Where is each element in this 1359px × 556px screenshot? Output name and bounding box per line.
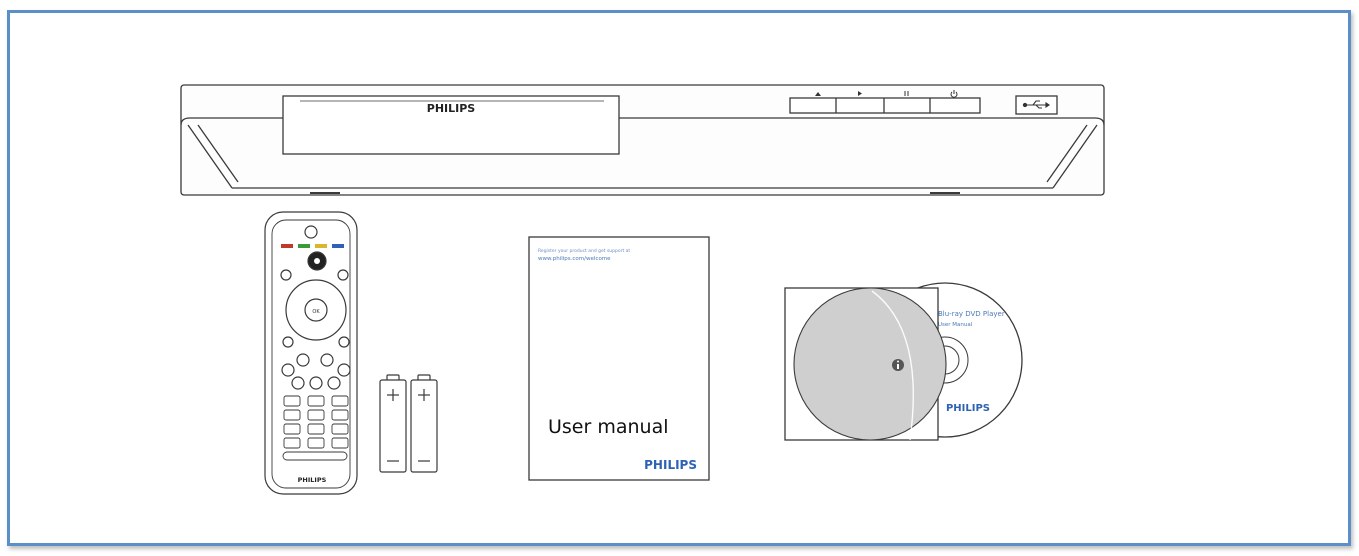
- dvd-player: [180, 84, 1105, 196]
- player-brand-label: PHILIPS: [427, 102, 476, 115]
- remote-ok-label: OK: [312, 309, 320, 315]
- play-icon: [858, 91, 862, 96]
- battery-2: [410, 374, 438, 473]
- remote-brand-label: PHILIPS: [298, 476, 327, 484]
- manual-title: User manual: [548, 416, 669, 438]
- remote-control: [264, 211, 358, 495]
- usb-icon: [1022, 100, 1050, 109]
- manual-register-text: Register your product and get support at: [538, 248, 630, 254]
- cd-through-sleeve: [793, 287, 947, 441]
- disc-tray: [282, 95, 620, 155]
- cd-brand-label: PHILIPS: [946, 403, 990, 414]
- control-button-strip: [789, 97, 981, 114]
- cd-label-subtitle: User Manual: [938, 322, 973, 328]
- manual-url-text: www.philips.com/welcome: [538, 256, 611, 262]
- info-icon: [892, 359, 904, 371]
- remote-number-keys: [282, 395, 349, 461]
- power-icon: [950, 90, 958, 98]
- remote-ok-button: [304, 298, 328, 322]
- remote-power-button: [304, 225, 318, 239]
- eject-icon: [815, 92, 821, 96]
- remote-navigation-ring: [285, 279, 347, 341]
- remote-color-keys: [281, 244, 344, 248]
- manual-brand-label: PHILIPS: [644, 458, 697, 472]
- cd-label-title: Blu-ray DVD Player: [938, 310, 1005, 318]
- pause-icon: [904, 91, 909, 96]
- battery-1: [379, 374, 407, 473]
- user-manual-booklet: [528, 236, 710, 481]
